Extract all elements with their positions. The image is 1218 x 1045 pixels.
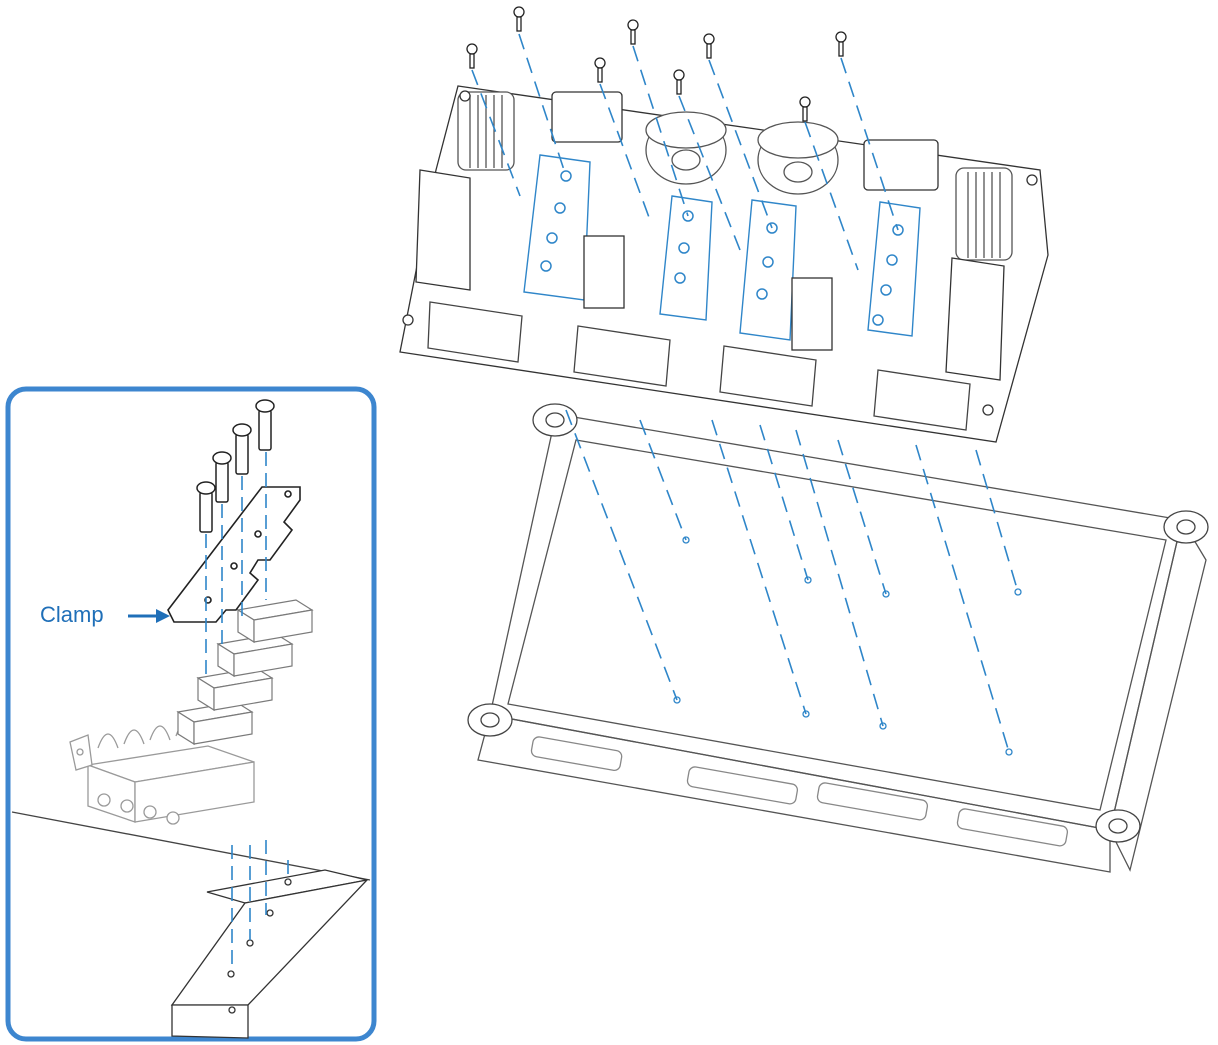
capacitor-2 — [863, 139, 939, 191]
board-hole — [402, 314, 414, 326]
callout-arrow-head — [156, 609, 170, 623]
enclosure-standoffs — [673, 536, 1022, 756]
component-left — [415, 169, 471, 291]
inset-screws — [196, 399, 275, 533]
coil-round-2 — [757, 121, 839, 195]
inset-terminal-block — [69, 721, 255, 825]
inset-guide-lines — [205, 452, 289, 970]
board-hole — [1026, 174, 1038, 186]
enclosure-front-slots — [530, 736, 1069, 847]
board-hole — [459, 90, 471, 102]
enclosure-inner — [507, 439, 1167, 811]
coil-round-1 — [645, 111, 727, 185]
component-right — [945, 257, 1005, 381]
board-resistor-strips — [523, 154, 921, 341]
top-screws — [466, 6, 847, 122]
enclosure-right-wall — [1109, 518, 1207, 872]
board-terminal-blocks — [427, 301, 971, 431]
capacitor-1 — [551, 91, 623, 143]
relay-1 — [583, 235, 625, 309]
coil-right — [955, 167, 1013, 261]
board-hole — [982, 404, 994, 416]
inset-board-edge — [11, 811, 371, 881]
inset-resistors — [176, 599, 314, 746]
enclosure-front-wall — [477, 714, 1111, 873]
enclosure — [467, 403, 1209, 873]
main-guide-lines — [471, 33, 1019, 753]
inset-heatsink-bar — [170, 869, 369, 1039]
enclosure-rim — [489, 413, 1183, 831]
inset-clamp-plate — [167, 486, 301, 623]
circuit-board — [399, 85, 1049, 443]
detail-inset: Clamp — [5, 386, 377, 1042]
clamp-callout: Clamp — [40, 602, 170, 627]
relay-2 — [791, 277, 833, 351]
coil-left — [457, 91, 515, 171]
callout-clamp-label: Clamp — [40, 602, 104, 627]
enclosure-corner-posts — [467, 403, 1209, 843]
